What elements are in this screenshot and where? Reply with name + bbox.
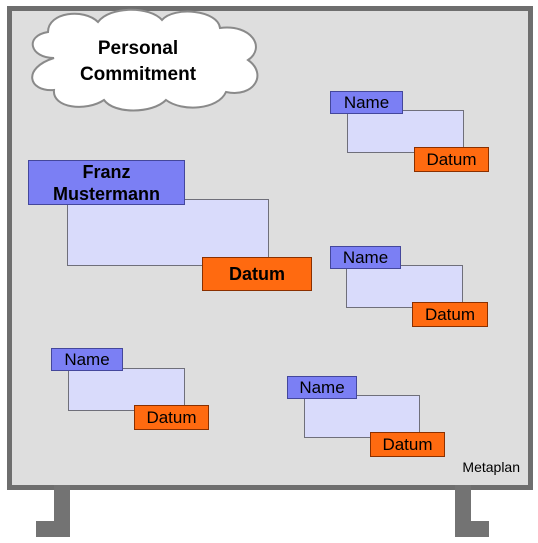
name-label: Name xyxy=(287,376,357,399)
datum-label: Datum xyxy=(412,302,488,327)
name-label: Franz Mustermann xyxy=(28,160,185,205)
datum-label: Datum xyxy=(202,257,312,291)
cloud-title: Personal Commitment xyxy=(58,36,218,88)
name-text: Name xyxy=(64,349,110,369)
datum-label: Datum xyxy=(370,432,445,457)
metaplan-label: Metaplan xyxy=(462,459,520,475)
board-foot-right xyxy=(455,521,489,537)
board-foot-left xyxy=(36,521,70,537)
datum-text: Datum xyxy=(228,263,285,284)
card-body xyxy=(304,395,420,438)
datum-text: Datum xyxy=(426,149,477,169)
card-body xyxy=(347,110,464,153)
cloud-shape xyxy=(31,8,259,112)
name-label: Name xyxy=(51,348,123,371)
name-text: Name xyxy=(343,92,390,112)
cloud-title-line2: Commitment xyxy=(79,64,197,85)
datum-label: Datum xyxy=(414,147,489,172)
card-body xyxy=(67,199,269,266)
name-line2: Mustermann xyxy=(52,183,160,204)
name-line1: Franz xyxy=(82,161,131,182)
card-body xyxy=(68,368,185,411)
cloud-title-line1: Personal xyxy=(97,38,179,59)
datum-text: Datum xyxy=(146,407,197,427)
datum-text: Datum xyxy=(382,434,433,454)
name-text: Name xyxy=(342,247,389,267)
name-label: Name xyxy=(330,91,403,114)
datum-text: Datum xyxy=(424,304,476,324)
name-text: Name xyxy=(299,377,345,397)
card-body xyxy=(346,265,463,308)
name-label: Name xyxy=(330,246,401,269)
datum-label: Datum xyxy=(134,405,209,430)
